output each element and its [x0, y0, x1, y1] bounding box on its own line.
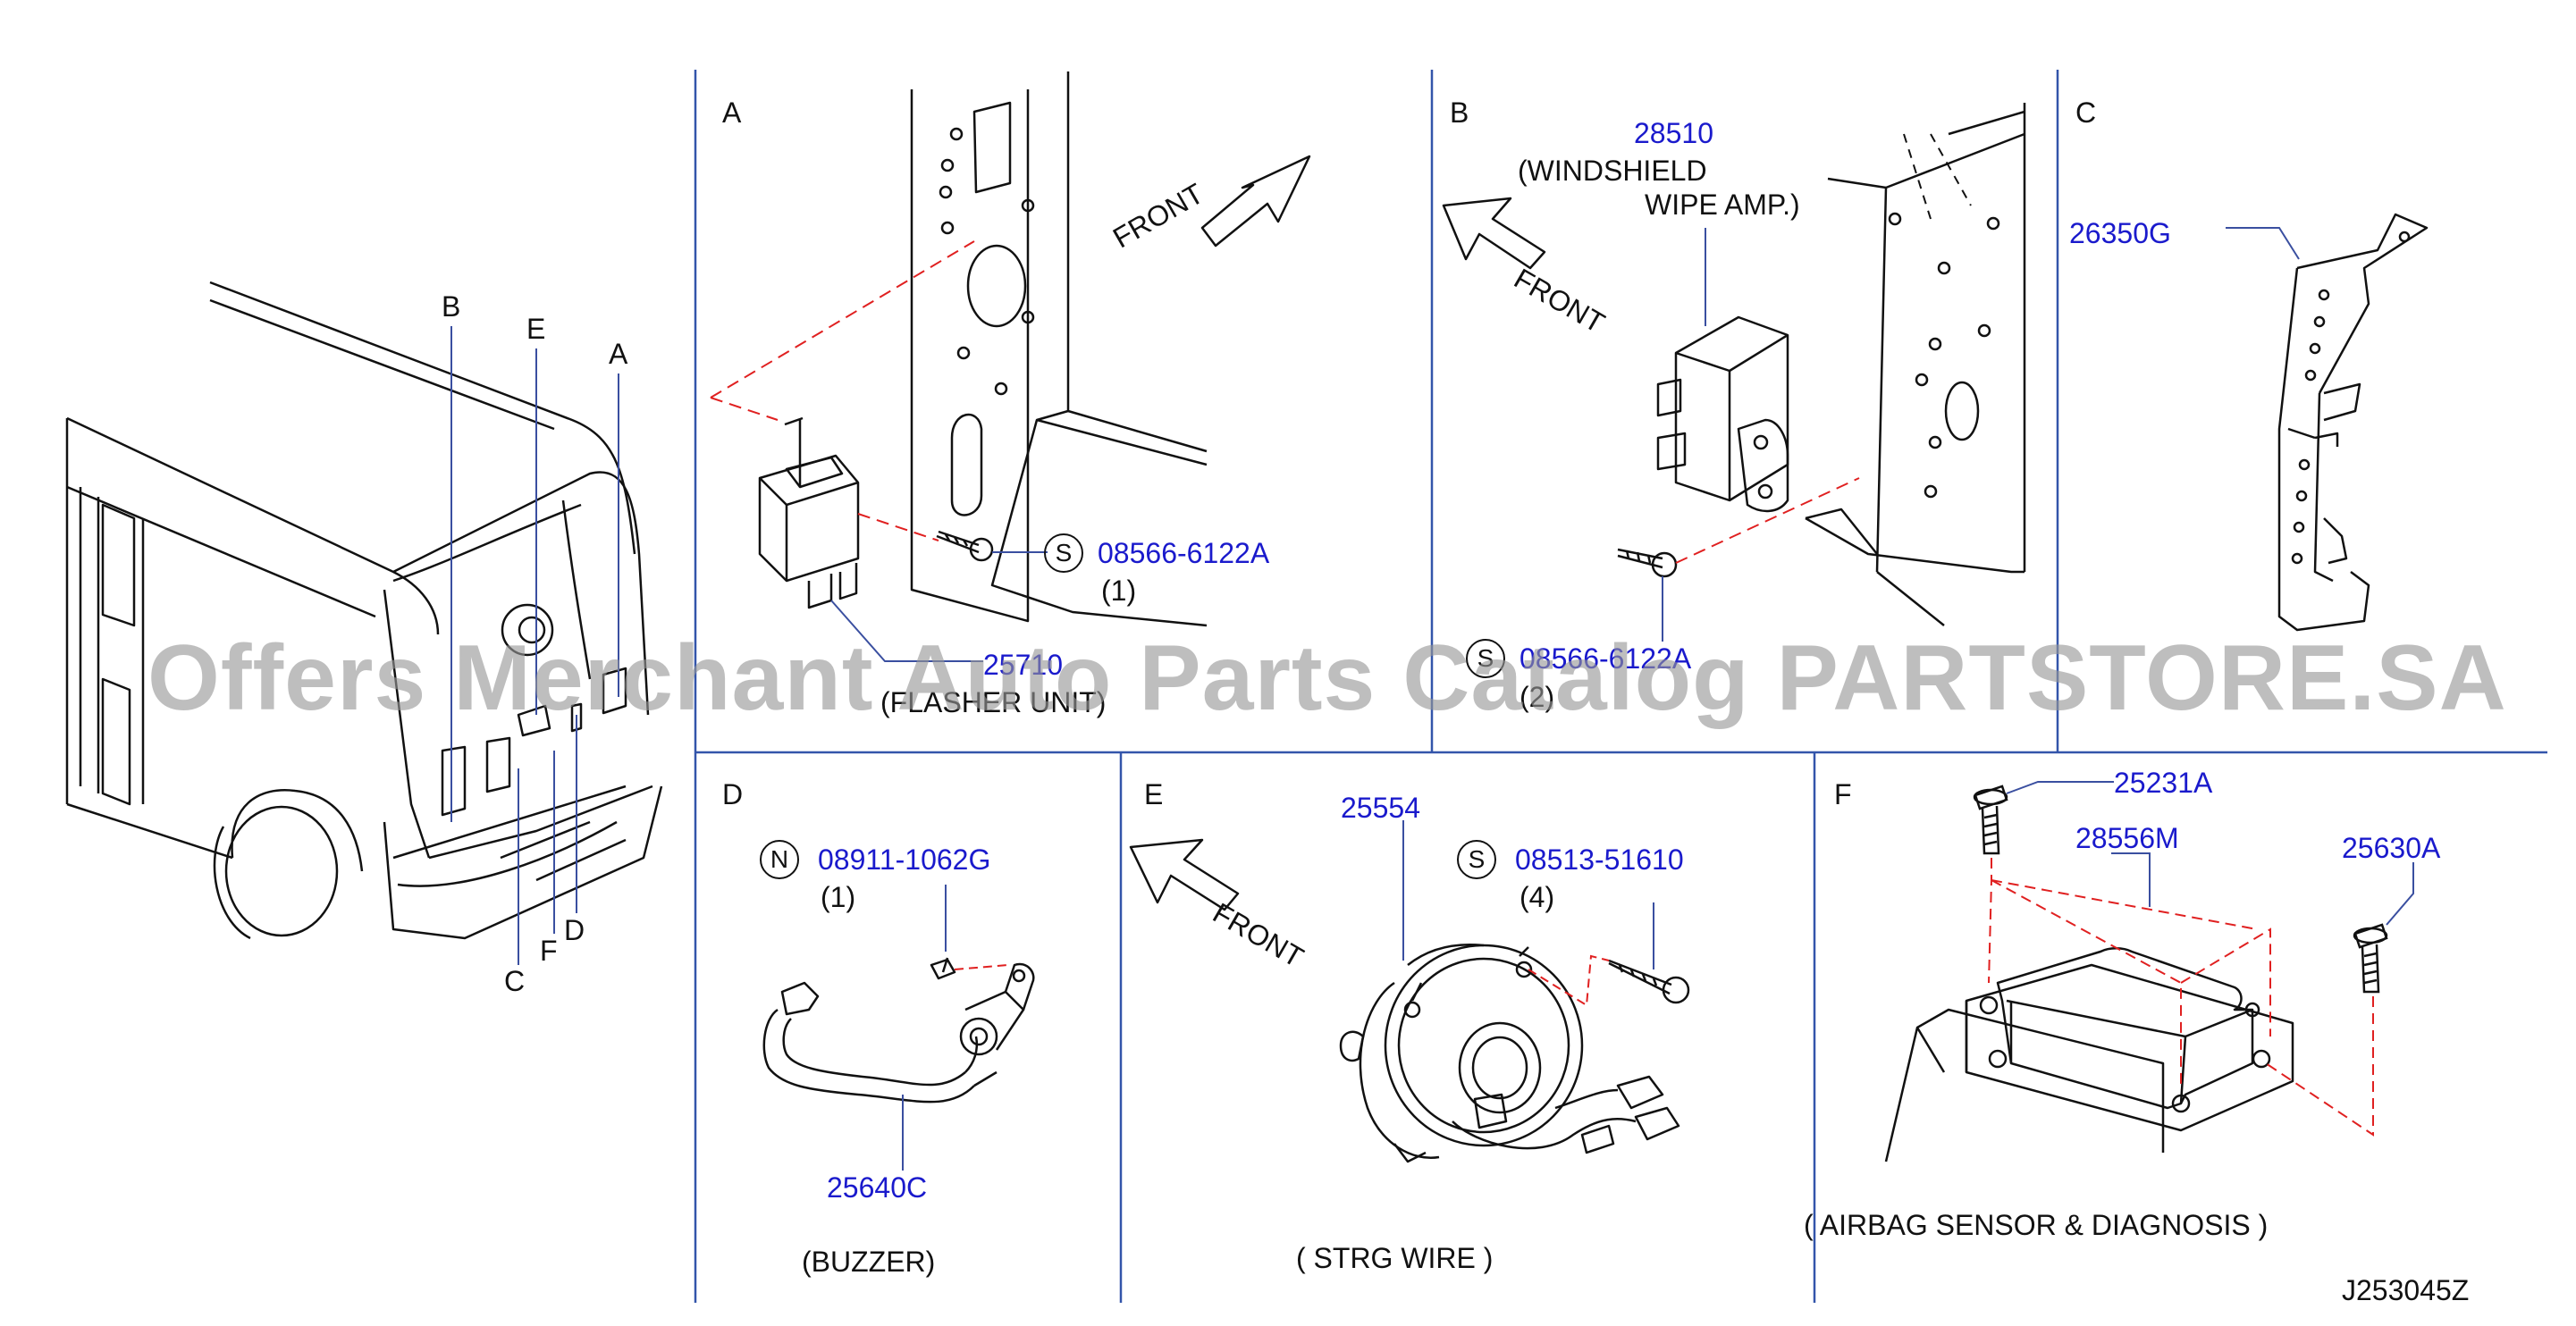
panel-d-leaders: [902, 885, 947, 1171]
symbol-n-d: N: [760, 840, 799, 879]
vehicle-callout-c: C: [504, 965, 526, 997]
part-number-26350g: 26350G: [2069, 217, 2171, 249]
wiper-amp-label-line2: WIPE AMP.): [1645, 189, 1800, 221]
part-number-25710: 25710: [983, 649, 1063, 681]
wiper-amp-label-line1: (WINDSHIELD: [1518, 155, 1707, 187]
panel-d-dashed: [954, 964, 1009, 970]
panel-a-dashed: [710, 240, 975, 541]
part-number-08513-51610: 08513-51610: [1515, 843, 1684, 876]
vehicle-callout-a: A: [609, 338, 628, 370]
panel-b-screw: [1617, 548, 1678, 578]
section-label-d: D: [722, 778, 744, 810]
vehicle-callout-f: F: [540, 935, 558, 967]
panel-dividers: [694, 70, 2547, 1303]
section-label-c: C: [2075, 97, 2097, 129]
panel-e-leaders: [1402, 820, 1654, 969]
symbol-s-e: S: [1457, 840, 1496, 879]
panel-e-dashed: [1528, 954, 1610, 1007]
section-label-f: F: [1834, 778, 1852, 810]
diagram-code: J253045Z: [2342, 1274, 2470, 1306]
panel-a-bracket: [910, 71, 1208, 627]
airbag-sensor-label: ( AIRBAG SENSOR & DIAGNOSIS ): [1804, 1209, 2269, 1241]
quantity-b: (2): [1520, 681, 1555, 713]
part-number-28556m: 28556M: [2075, 822, 2179, 854]
bracket-26350g: [2277, 213, 2429, 632]
part-number-28510: 28510: [1634, 117, 1713, 149]
part-number-25640c: 25640C: [827, 1171, 928, 1204]
quantity-e: (4): [1520, 881, 1555, 913]
watermark-text: Offers Merchant Auto Parts Catalog PARTS…: [147, 626, 2507, 730]
part-number-25554: 25554: [1341, 792, 1420, 824]
panel-f-dashed: [1988, 858, 2374, 1137]
bolt-25630a: [2353, 923, 2388, 994]
panel-b-dashed: [1675, 477, 1860, 564]
vehicle-callout-leaders: [450, 326, 619, 965]
flasher-unit-label: (FLASHER UNIT): [880, 686, 1107, 718]
vehicle-callout-b: B: [442, 290, 461, 323]
quantity-d: (1): [821, 881, 856, 913]
section-label-a: A: [722, 97, 742, 129]
front-arrow-b: [1442, 197, 1546, 270]
part-number-08911-1062g: 08911-1062G: [818, 843, 991, 876]
part-number-08566-6122a-b: 08566-6122A: [1520, 642, 1692, 675]
steering-wire-clock-spring: [1339, 943, 1680, 1163]
buzzer-label: (BUZZER): [802, 1246, 936, 1278]
panel-b-bracket: [1805, 103, 2026, 626]
panel-a-leaders: [830, 551, 1048, 662]
vehicle-illustration: [65, 281, 663, 940]
symbol-s-b: S: [1466, 639, 1505, 678]
flasher-unit: [758, 416, 860, 609]
vehicle-callout-e: E: [526, 313, 546, 345]
panel-b-leaders: [1662, 228, 1706, 642]
bolt-25231a: [1973, 785, 2008, 855]
panel-b-bracket-hatch: [1903, 133, 1972, 220]
windshield-wipe-amp: [1656, 315, 1789, 513]
panel-f-leaders: [2006, 781, 2414, 926]
section-label-b: B: [1450, 97, 1469, 129]
front-arrow-e: [1129, 838, 1240, 911]
panel-c-leaders: [2226, 227, 2300, 260]
airbag-sensor-unit: [1884, 947, 2294, 1162]
symbol-s-a: S: [1044, 533, 1083, 573]
quantity-a: (1): [1101, 575, 1137, 607]
buzzer-harness: [762, 957, 1035, 1104]
section-label-e: E: [1144, 778, 1164, 810]
front-arrow-a: [1200, 155, 1311, 248]
part-number-25231a: 25231A: [2114, 767, 2213, 799]
panel-e-screw: [1608, 959, 1690, 1004]
vehicle-callout-d: D: [564, 914, 585, 946]
steering-wire-label: ( STRG WIRE ): [1296, 1242, 1494, 1274]
panel-a-screw: [936, 530, 994, 562]
part-number-25630a: 25630A: [2342, 832, 2441, 864]
part-number-08566-6122a-a: 08566-6122A: [1098, 537, 1270, 569]
